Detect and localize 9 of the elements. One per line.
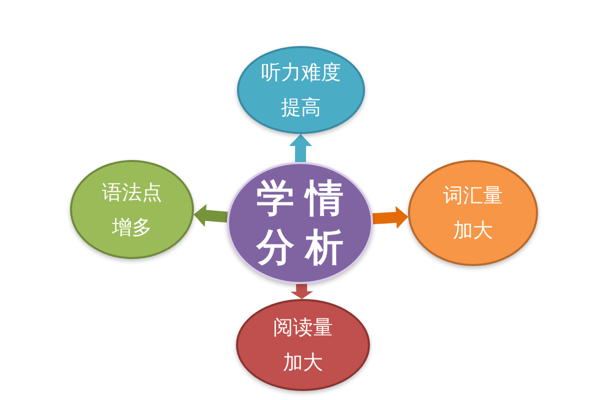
block-arrow: [372, 206, 408, 229]
node-label: 语法点增多: [101, 178, 163, 240]
node-label: 词汇量加大: [442, 182, 504, 244]
node-label: 学情分析: [255, 174, 356, 271]
node-label: 听力难度提高: [260, 59, 342, 121]
block-arrow: [289, 134, 312, 162]
node-label: 阅读量加大: [272, 314, 334, 376]
block-arrow: [194, 204, 228, 227]
block-arrow: [290, 284, 314, 299]
